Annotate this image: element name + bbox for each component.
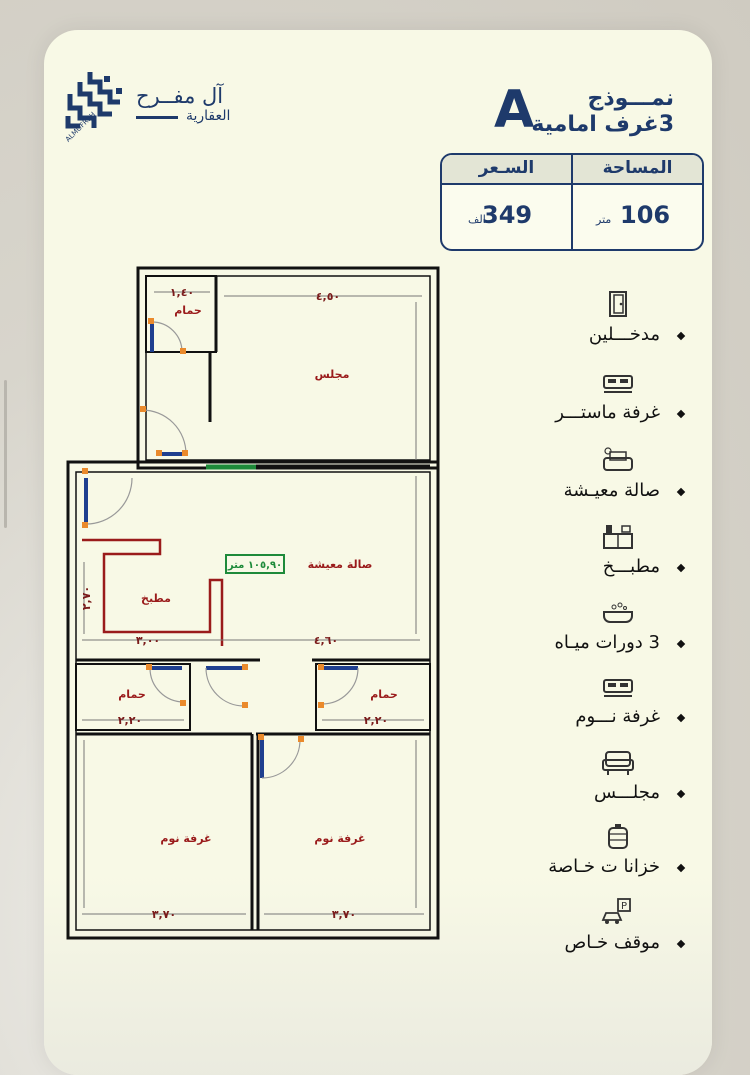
parking-icon: P: [601, 898, 631, 924]
brand-subtitle: العقارية: [186, 108, 231, 124]
model-title: نمـــوذج: [587, 86, 674, 111]
area-label: المساحة: [602, 158, 673, 178]
bed-icon: [603, 679, 633, 697]
scroll-indicator[interactable]: [4, 380, 7, 528]
dim-bed-left: ٣,٧٠: [152, 908, 176, 921]
door-icon: [609, 291, 627, 317]
brand-logo-icon: [65, 72, 122, 129]
feature-label: مجلـــس: [594, 782, 660, 803]
dim-bed-right: ٣,٧٠: [332, 908, 356, 921]
model-subtitle: 3غرف امامية: [531, 112, 674, 137]
feature-item: 3 دورات ميـاه: [484, 598, 686, 658]
floor-plan: ١٠٥,٩٠ متر حمام مجلس صالة معيشة مطبخ حما…: [66, 266, 440, 940]
bullet-icon: [676, 713, 686, 723]
room-majlis: مجلس: [315, 368, 350, 381]
room-bath2: حمام: [118, 688, 146, 701]
feature-label: 3 دورات ميـاه: [554, 632, 660, 653]
feature-item: مطبـــخ: [484, 522, 686, 582]
area-value: 106: [620, 201, 671, 229]
armchair-icon: [602, 751, 634, 775]
feature-item: خزانا ت خـاصة: [484, 822, 686, 882]
room-bed1: غرفة نوم: [160, 832, 211, 845]
dim-bath-right: ٢,٢٠: [364, 714, 388, 727]
room-bath1: حمام: [174, 304, 202, 317]
bullet-icon: [676, 639, 686, 649]
feature-label: غرفة ماستـــر: [555, 402, 660, 423]
price-value: 349: [482, 201, 533, 229]
dim-kitchen-h: ٢,٧٠: [80, 586, 93, 610]
bed-icon: [603, 375, 633, 393]
bullet-icon: [676, 409, 686, 419]
sofa-icon: [603, 447, 633, 471]
brand-rule: [136, 116, 178, 119]
dim-bath1: ١,٤٠: [170, 286, 194, 299]
dim-living: ٤,٦٠: [314, 634, 338, 647]
bullet-icon: [676, 863, 686, 873]
room-kitchen: مطبخ: [141, 592, 171, 605]
water-tank-icon: [608, 824, 628, 849]
feature-item: غرفة ماستـــر: [484, 368, 686, 428]
feature-item: صالة معيـشة: [484, 446, 686, 506]
feature-label: خزانا ت خـاصة: [548, 856, 660, 877]
feature-label: مطبـــخ: [602, 556, 660, 577]
feature-item: غرفة نـــوم: [484, 672, 686, 732]
bullet-icon: [676, 563, 686, 573]
area-tag: ١٠٥,٩٠ متر: [227, 560, 282, 571]
room-bath3: حمام: [370, 688, 398, 701]
kitchen-icon: [603, 525, 633, 549]
feature-item: مدخـــلين: [484, 290, 686, 350]
feature-label: مدخـــلين: [588, 324, 660, 345]
dim-kitchen: ٣,٠٠: [136, 634, 160, 647]
area-unit: متر: [596, 213, 612, 226]
feature-label: صالة معيـشة: [563, 480, 660, 501]
brand-name: آل مفــرح: [136, 84, 224, 108]
model-letter: A: [494, 80, 535, 140]
dim-majlis: ٤,٥٠: [316, 290, 340, 303]
feature-label: موقف خـاص: [564, 932, 660, 953]
bullet-icon: [676, 487, 686, 497]
feature-item: مجلـــس: [484, 748, 686, 808]
bullet-icon: [676, 789, 686, 799]
bathtub-icon: [603, 602, 633, 623]
dim-bath-left: ٢,٢٠: [118, 714, 142, 727]
price-unit: الف: [468, 213, 486, 226]
room-living: صالة معيشة: [308, 558, 373, 571]
svg-text:P: P: [621, 901, 627, 912]
feature-item: P موقف خـاص: [484, 898, 686, 958]
feature-label: غرفة نـــوم: [575, 706, 660, 727]
bullet-icon: [676, 939, 686, 949]
bullet-icon: [676, 331, 686, 341]
room-bed2: غرفة نوم: [314, 832, 365, 845]
info-table: السـعر المساحة 349 الف 106 متر: [440, 153, 704, 251]
price-label: السـعر: [478, 158, 535, 178]
